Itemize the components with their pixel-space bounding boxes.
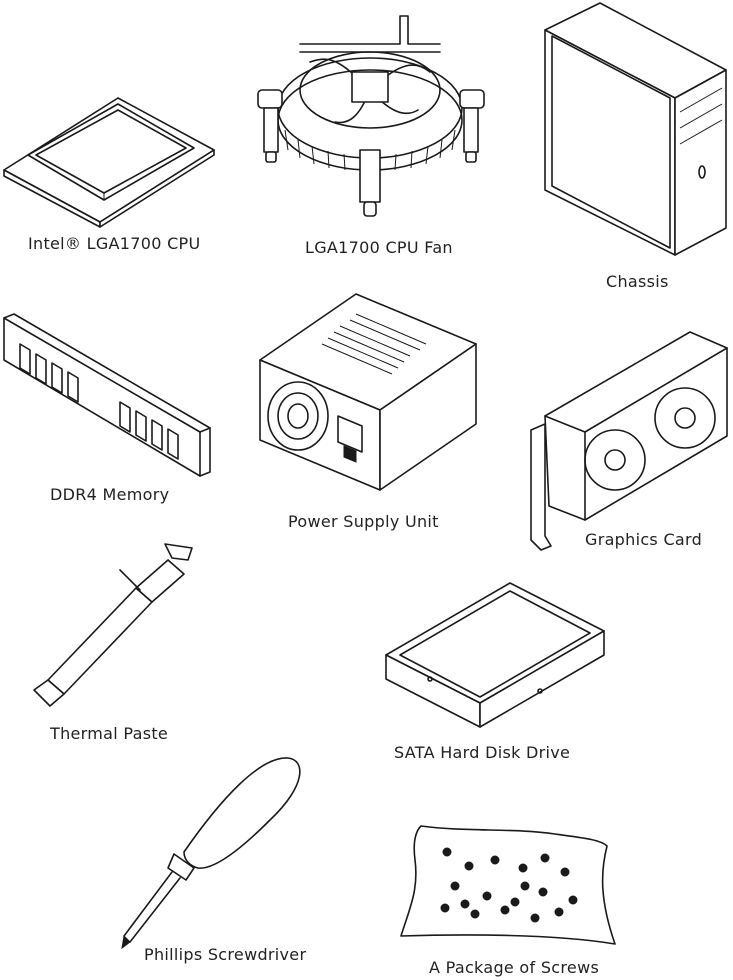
item-psu: Power Supply Unit xyxy=(250,290,490,540)
item-screwdriver-label: Phillips Screwdriver xyxy=(144,945,307,964)
screws-illustration xyxy=(395,810,625,950)
item-memory-label: DDR4 Memory xyxy=(50,485,170,504)
psu-illustration xyxy=(250,290,490,490)
memory-illustration xyxy=(0,300,220,480)
item-screws-label: A Package of Screws xyxy=(429,958,600,977)
item-screws: A Package of Screws xyxy=(395,810,633,980)
item-hdd: SATA Hard Disk Drive xyxy=(380,575,620,775)
cpu-illustration xyxy=(0,0,240,230)
item-cpu-fan-label: LGA1700 CPU Fan xyxy=(305,238,453,257)
item-hdd-label: SATA Hard Disk Drive xyxy=(394,743,571,762)
item-cpu: Intel® LGA1700 CPU xyxy=(0,0,240,260)
item-psu-label: Power Supply Unit xyxy=(288,512,439,531)
item-thermal-paste: Thermal Paste xyxy=(0,530,230,750)
item-cpu-fan: LGA1700 CPU Fan xyxy=(240,0,500,260)
thermal-paste-illustration xyxy=(0,530,220,720)
item-chassis: Chassis xyxy=(530,0,733,300)
item-thermal-paste-label: Thermal Paste xyxy=(50,724,169,743)
item-screwdriver: Phillips Screwdriver xyxy=(110,740,340,970)
hdd-illustration xyxy=(380,575,620,735)
item-cpu-label: Intel® LGA1700 CPU xyxy=(28,234,201,253)
item-gpu-label: Graphics Card xyxy=(585,530,703,549)
item-chassis-label: Chassis xyxy=(606,272,669,291)
item-memory: DDR4 Memory xyxy=(0,300,240,510)
cpu-fan-illustration xyxy=(240,0,500,230)
screwdriver-illustration xyxy=(110,740,330,950)
item-gpu: Graphics Card xyxy=(515,320,733,560)
gpu-illustration xyxy=(515,320,733,550)
chassis-illustration xyxy=(530,0,730,265)
